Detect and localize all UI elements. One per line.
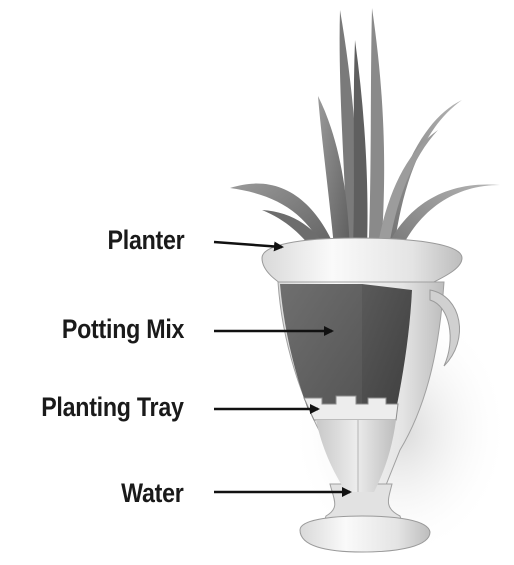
- planting-tray: [304, 396, 398, 420]
- label-planter: Planter: [107, 225, 184, 256]
- label-planting-tray: Planting Tray: [42, 392, 184, 423]
- label-water: Water: [122, 478, 184, 509]
- arrow-planter: [214, 242, 282, 247]
- label-potting-mix: Potting Mix: [62, 314, 184, 345]
